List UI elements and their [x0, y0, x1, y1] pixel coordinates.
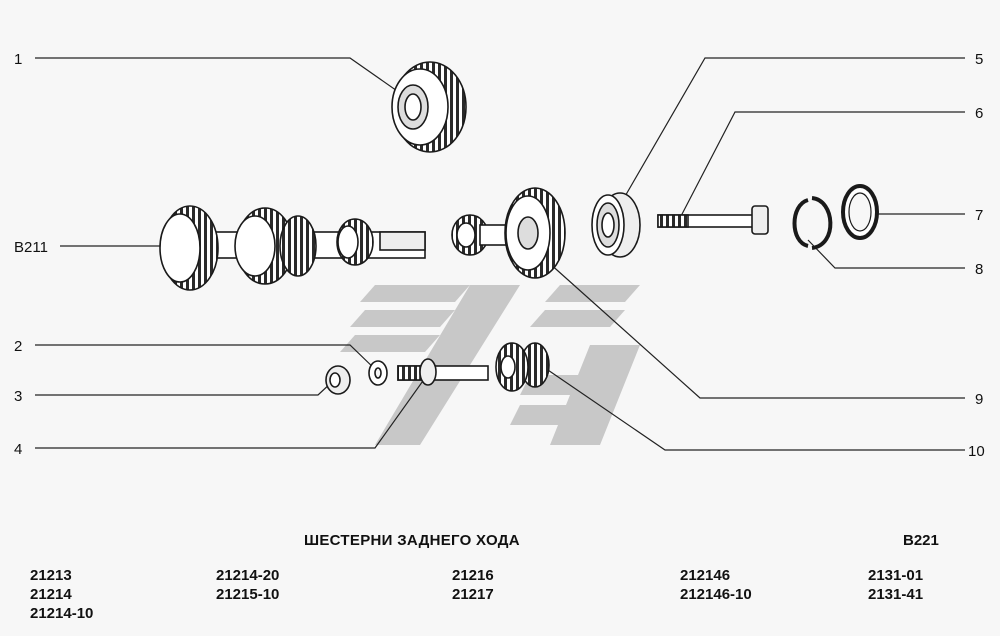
- model-code: 21214-20: [216, 567, 280, 584]
- part-8-snap-ring: [792, 196, 833, 250]
- model-column-1: 21213 21214 21214-10: [30, 566, 93, 623]
- model-code: 212146: [680, 567, 731, 584]
- model-code: 212146-10: [680, 586, 752, 603]
- callout-numbers: 1 2 3 4 5 6 7 8 9 10 B211: [14, 51, 985, 460]
- model-column-4: 212146 212146-10: [680, 566, 752, 604]
- part-9-gear: [451, 187, 566, 279]
- callout-7: 7: [975, 207, 983, 224]
- part-2-washer: [368, 360, 388, 386]
- model-code: 21213: [30, 567, 72, 584]
- callout-1: 1: [14, 51, 22, 68]
- model-column-2: 21214-20 21215-10: [216, 566, 279, 604]
- side-label-b211: B211: [14, 239, 48, 256]
- model-code: 21216: [452, 567, 494, 584]
- callout-2: 2: [14, 338, 22, 355]
- callout-4: 4: [14, 441, 22, 458]
- model-column-5: 2131-01 2131-41: [868, 566, 923, 604]
- callout-9: 9: [975, 391, 983, 408]
- model-code: 21215-10: [216, 586, 280, 603]
- callout-6: 6: [975, 105, 983, 122]
- diagram-code: B221: [903, 532, 939, 549]
- diagram-title: ШЕСТЕРНИ ЗАДНЕГО ХОДА: [304, 532, 520, 549]
- model-code: 21217: [452, 586, 494, 603]
- part-4-axle: [397, 358, 489, 386]
- part-7-ring: [841, 184, 879, 240]
- callout-5: 5: [975, 51, 983, 68]
- callout-3: 3: [14, 388, 22, 405]
- part-1-gear: [391, 61, 467, 153]
- part-6-bolt: [657, 205, 769, 235]
- part-5-bearing: [591, 192, 641, 258]
- part-10-gear: [495, 342, 550, 392]
- callout-10: 10: [968, 443, 985, 460]
- model-code: 21214-10: [30, 605, 94, 622]
- model-code: 21214: [30, 586, 72, 603]
- part-3-nut: [325, 365, 351, 395]
- watermark-logo: [340, 285, 640, 445]
- model-code: 2131-01: [868, 567, 924, 584]
- callout-8: 8: [975, 261, 983, 278]
- gear-shaft-assembly: [159, 205, 426, 291]
- model-column-3: 21216 21217: [452, 566, 494, 604]
- parts-diagram: 1 2 3 4 5 6 7 8 9 10 B211: [14, 51, 985, 460]
- model-code: 2131-41: [868, 586, 924, 603]
